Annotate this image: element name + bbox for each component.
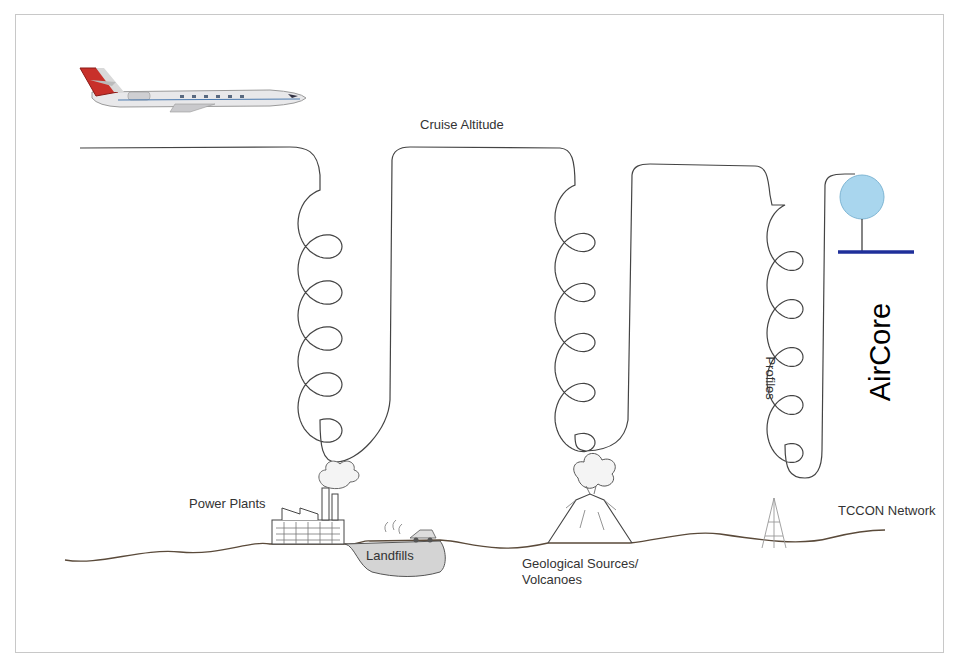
source-label: Geological Sources/ Volcanoes <box>522 556 652 589</box>
volcano <box>548 453 632 543</box>
altitude-label: Cruise Altitude <box>420 117 504 133</box>
aircore-balloon <box>838 175 914 252</box>
source-label: Power Plants <box>189 496 266 512</box>
network-label: TCCON Network <box>838 503 936 519</box>
landfill <box>345 520 445 577</box>
frame <box>16 15 944 653</box>
tccon-tower <box>762 498 786 548</box>
power-plant <box>272 461 359 544</box>
ground-line <box>65 530 885 561</box>
profiles-label: Profiles <box>762 356 778 399</box>
aircore-label: AirCore <box>862 303 898 401</box>
flight-path <box>80 147 855 478</box>
aircraft <box>80 68 306 112</box>
source-label: Landfills <box>366 548 414 564</box>
